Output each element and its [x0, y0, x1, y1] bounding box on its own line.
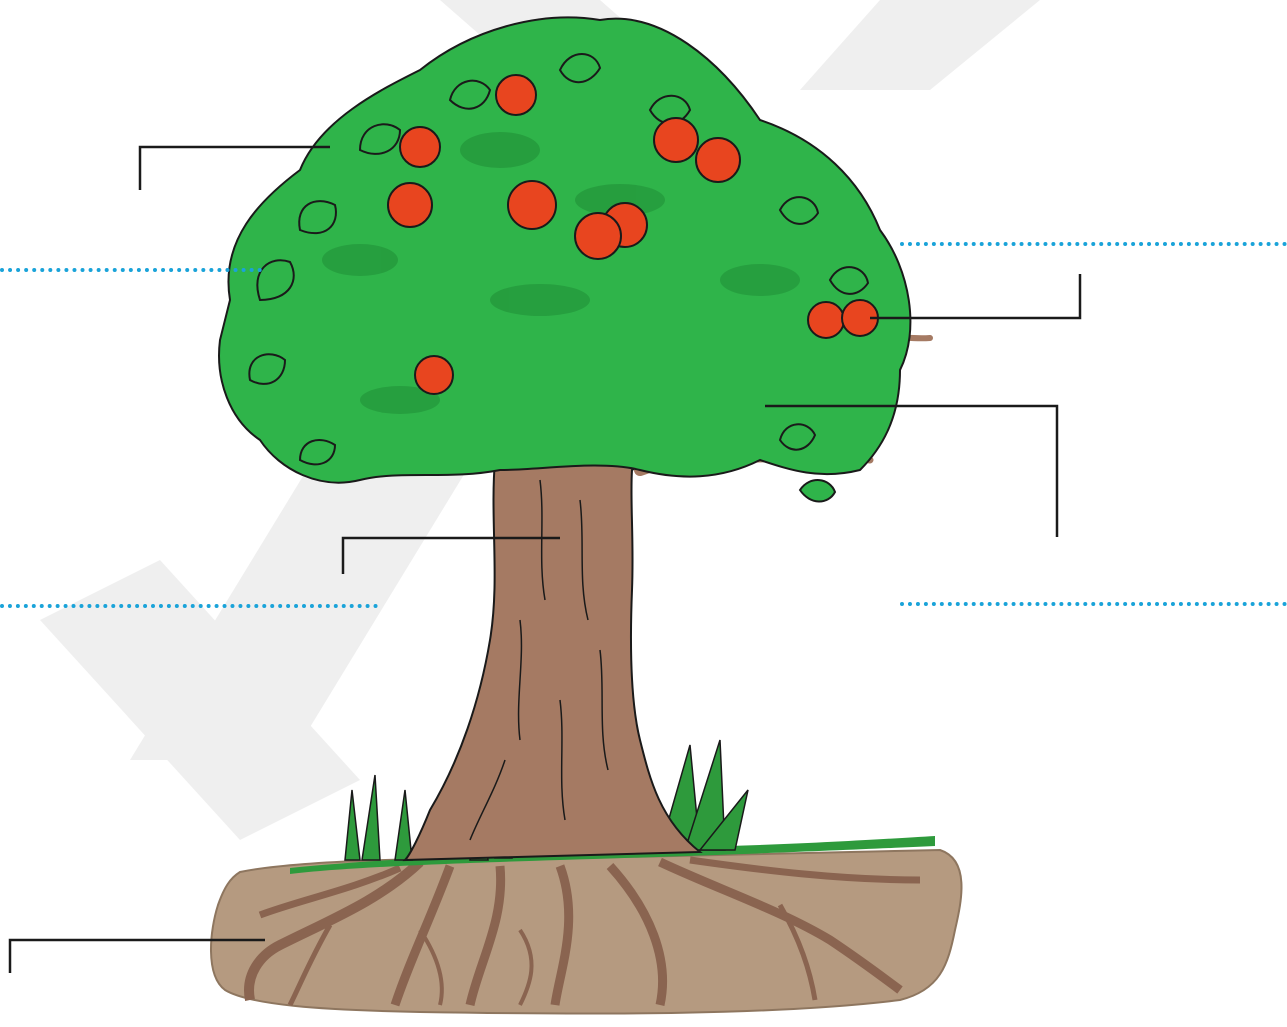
answer-line-leaves[interactable] [0, 268, 262, 272]
fruit [495, 74, 537, 116]
fruit [695, 137, 741, 183]
fruit [414, 355, 454, 395]
fruit [807, 301, 845, 339]
answer-line-trunk[interactable] [0, 604, 378, 608]
fruit [574, 212, 622, 260]
pointer-fruit [870, 274, 1082, 320]
canopy [218, 16, 912, 503]
answer-line-branch[interactable] [900, 602, 1287, 606]
roots [244, 856, 921, 1007]
pointer-leaves [138, 145, 330, 190]
bark-lines [469, 479, 609, 841]
pointer-lines [8, 145, 1082, 973]
pointer-trunk [341, 536, 560, 574]
answer-line-fruit[interactable] [900, 242, 1287, 246]
fruit [507, 180, 557, 230]
pointer-branch [765, 404, 1059, 537]
fruits [387, 74, 879, 395]
fruit [387, 182, 433, 228]
fruit [653, 117, 699, 163]
fruit [399, 126, 441, 168]
pointer-roots [8, 938, 265, 973]
